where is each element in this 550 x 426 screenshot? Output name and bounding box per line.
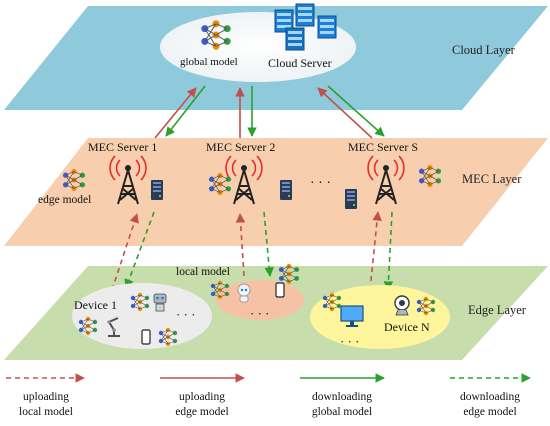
legend-item-downloading-global-model: downloading global model: [300, 373, 385, 418]
device-group-n-ellipsis: · · ·: [340, 334, 360, 349]
upload-local-model-arrow-3: [369, 211, 382, 291]
legend-label-line2: global model: [312, 406, 372, 418]
legend-label-line2: edge model: [463, 406, 516, 418]
cloud-layer-label: Cloud Layer: [452, 43, 516, 57]
robot-icon: [237, 283, 251, 303]
download-global-model-arrow-3: [327, 85, 385, 137]
server-rack-icon: [345, 189, 357, 209]
legend-label-line1: uploading: [23, 391, 69, 403]
device-group-2-ellipsis: · · ·: [250, 306, 270, 321]
server-rack-icon: [280, 180, 292, 200]
download-edge-model-arrow-3: [383, 211, 394, 291]
mec-layer-label: MEC Layer: [462, 172, 522, 186]
legend-item-downloading-edge-model: downloading edge model: [450, 373, 531, 418]
edge-layer-label: Edge Layer: [468, 303, 527, 317]
robot-arm-icon: [107, 317, 120, 337]
mec-server-s-label: MEC Server S: [348, 140, 418, 154]
robot-icon: [153, 293, 167, 312]
legend-label-line2: local model: [19, 406, 73, 418]
legend-label-line1: downloading: [312, 391, 372, 403]
camera-icon: [394, 295, 410, 316]
device-group-n: [310, 285, 450, 349]
edge-model-label: edge model: [38, 194, 91, 206]
cloud-ellipse: [160, 12, 356, 82]
monitor-icon: [340, 305, 364, 327]
device-1-label: Device 1: [74, 298, 117, 312]
mec-server-2-label: MEC Server 2: [206, 140, 275, 154]
smartphone-icon: [275, 282, 285, 298]
legend-label-line1: uploading: [179, 391, 225, 403]
download-edge-model-arrow-1: [124, 211, 155, 289]
legend-item-uploading-local-model: uploading local model: [6, 373, 85, 418]
upload-edge-model-arrow-1: [154, 87, 197, 139]
download-edge-model-arrow-2: [263, 211, 274, 277]
upload-local-model-arrow-1: [111, 213, 139, 291]
upload-local-model-arrow-2: [235, 213, 246, 277]
legend-label-line2: edge model: [175, 406, 228, 418]
mec-server-1-label: MEC Server 1: [88, 140, 157, 154]
download-global-model-arrow-1: [165, 85, 206, 137]
device-group-1-ellipsis: · · ·: [176, 307, 196, 322]
upload-edge-model-arrow-3: [317, 87, 373, 139]
mec-layer-plane: [4, 138, 548, 246]
local-model-label: local model: [176, 266, 230, 278]
smartphone-icon: [141, 329, 151, 345]
device-n-label: Device N: [384, 320, 430, 334]
cloud-server-label: Cloud Server: [268, 56, 332, 70]
legend-item-uploading-edge-model: uploading edge model: [160, 373, 245, 418]
cloud-server-icon: [274, 3, 337, 51]
legend: uploading local model uploading edge mod…: [6, 373, 531, 418]
server-rack-icon: [151, 180, 163, 200]
legend-label-line1: downloading: [460, 391, 520, 403]
mec-ellipsis: · · ·: [310, 176, 331, 191]
global-model-label: global model: [180, 56, 238, 68]
